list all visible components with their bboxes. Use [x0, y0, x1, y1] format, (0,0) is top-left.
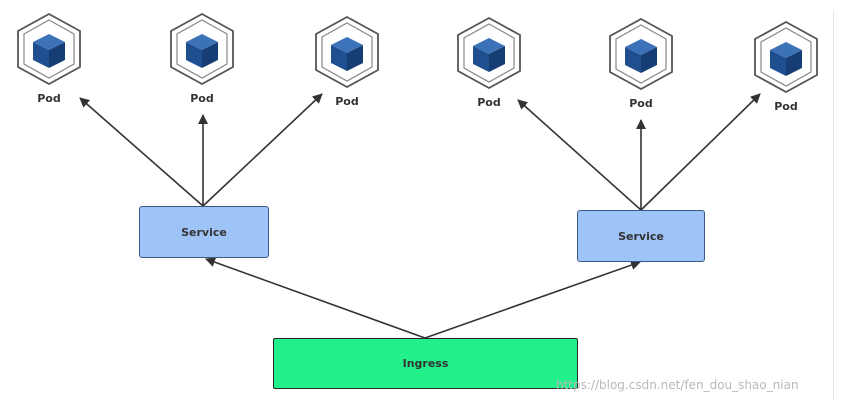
arrow-service-right-to-pod-4	[517, 99, 642, 211]
arrow-service-left-to-pod-3	[202, 93, 323, 207]
arrow-ingress-to-service-left	[205, 257, 426, 339]
pod-cube-icon	[457, 16, 521, 90]
pod-cube-icon	[754, 20, 818, 94]
pod-cube-icon	[17, 12, 81, 86]
pod-5: Pod	[606, 15, 676, 125]
pod-label: Pod	[335, 95, 359, 108]
pod-label: Pod	[629, 97, 653, 110]
service-box-right: Service	[577, 210, 705, 262]
right-border-divider	[833, 10, 834, 400]
pod-label: Pod	[477, 96, 501, 109]
ingress-box: Ingress	[273, 338, 578, 389]
arrow-service-left-to-pod-1	[79, 97, 204, 207]
pod-2: Pod	[167, 10, 237, 120]
pod-cube-icon	[315, 15, 379, 89]
service-box-left: Service	[139, 206, 269, 258]
arrow-service-right-to-pod-6	[640, 93, 761, 211]
pod-label: Pod	[190, 92, 214, 105]
pod-6: Pod	[751, 18, 821, 128]
pod-1: Pod	[14, 10, 84, 120]
pod-4: Pod	[454, 14, 524, 124]
pod-3: Pod	[312, 13, 382, 123]
pod-cube-icon	[170, 12, 234, 86]
watermark-text: https://blog.csdn.net/fen_dou_shao_nian	[556, 378, 799, 392]
pod-cube-icon	[609, 17, 673, 91]
pod-label: Pod	[774, 100, 798, 113]
arrow-ingress-to-service-right	[424, 260, 641, 339]
pod-label: Pod	[37, 92, 61, 105]
